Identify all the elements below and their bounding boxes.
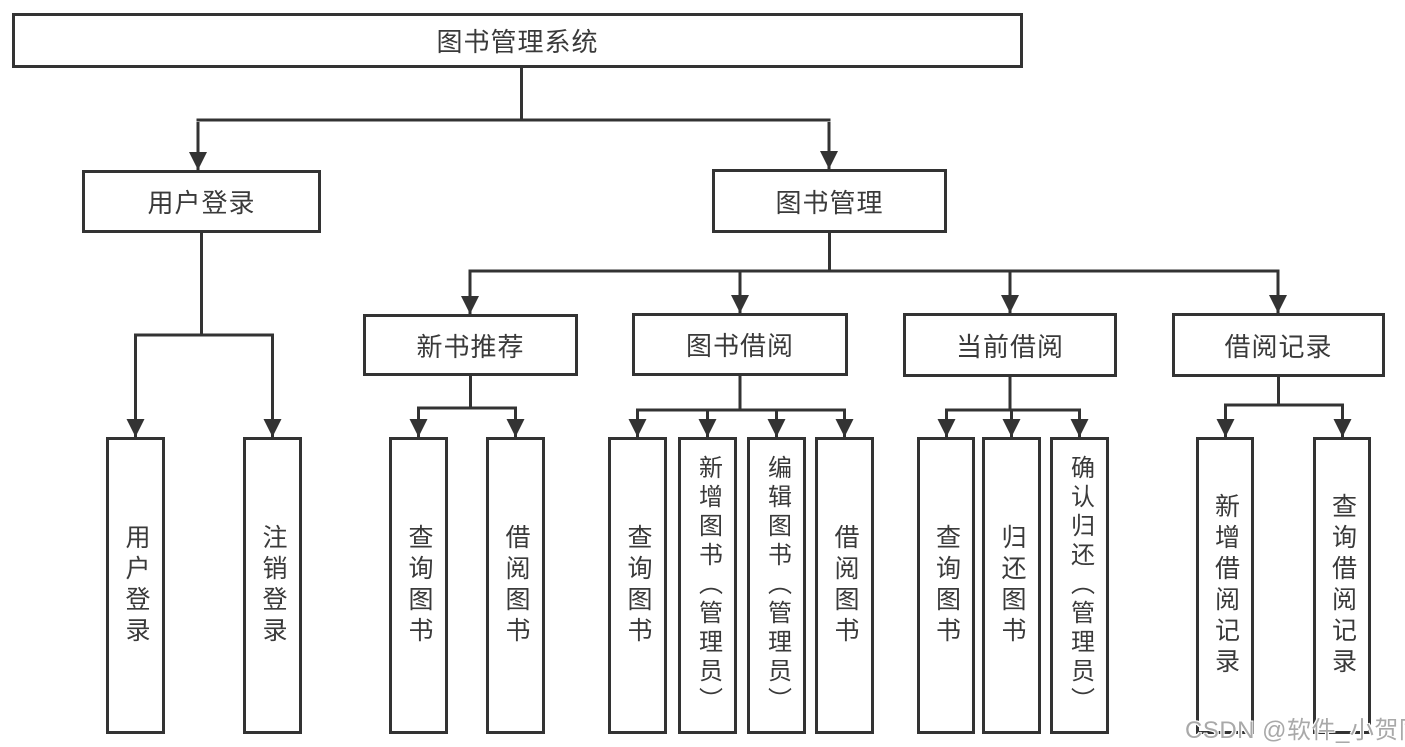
node-label: 图书管理系统 (436, 27, 599, 57)
node-label: 借阅图书 (502, 523, 530, 648)
node-leaf-borrow-books: 借阅图书 (815, 437, 874, 734)
node-book-management: 图书管理 (712, 169, 947, 233)
node-label: 借阅记录 (1224, 331, 1333, 362)
node-label: 当前借阅 (955, 331, 1064, 362)
node-leaf-borrow-books-recommend: 借阅图书 (486, 437, 545, 734)
node-book-borrowing: 图书借阅 (632, 313, 848, 376)
node-label: 用户登录 (122, 523, 150, 648)
node-leaf-confirm-return-admin: 确认归还（管理员） (1050, 437, 1109, 734)
node-leaf-user-login: 用户登录 (106, 437, 165, 734)
node-leaf-logout: 注销登录 (243, 437, 302, 734)
node-label: 借阅图书 (831, 523, 859, 648)
node-label: 查询图书 (932, 523, 961, 648)
node-leaf-query-books-borrowing: 查询图书 (608, 437, 667, 734)
node-leaf-query-borrow-record: 查询借阅记录 (1313, 437, 1371, 734)
node-label: 编辑图书（管理员） (763, 455, 791, 716)
node-new-book-recommend: 新书推荐 (363, 314, 578, 376)
node-label: 查询图书 (624, 523, 652, 648)
node-label: 归还图书 (998, 523, 1026, 648)
node-label: 确认归还（管理员） (1066, 455, 1094, 716)
node-label: 新增借阅记录 (1211, 492, 1240, 679)
node-label: 图书管理 (775, 187, 884, 218)
node-label: 图书借阅 (685, 331, 794, 361)
node-label: 用户登录 (147, 188, 256, 218)
node-label: 查询图书 (405, 523, 433, 648)
node-leaf-add-book-admin: 新增图书（管理员） (678, 437, 737, 734)
node-leaf-edit-book-admin: 编辑图书（管理员） (747, 437, 806, 734)
node-library-management-system: 图书管理系统 (12, 13, 1023, 68)
node-label: 查询借阅记录 (1328, 492, 1357, 679)
node-leaf-query-books-recommend: 查询图书 (389, 437, 448, 734)
node-current-borrowing: 当前借阅 (903, 313, 1117, 377)
node-label: 注销登录 (259, 523, 287, 648)
node-label: 新书推荐 (416, 331, 525, 362)
node-leaf-add-borrow-record: 新增借阅记录 (1196, 437, 1254, 734)
node-leaf-query-books-current: 查询图书 (917, 437, 975, 734)
node-label: 新增图书（管理员） (694, 455, 722, 716)
node-user-login: 用户登录 (82, 170, 321, 233)
node-borrow-records: 借阅记录 (1172, 313, 1385, 377)
node-leaf-return-book: 归还图书 (982, 437, 1041, 734)
csdn-watermark: CSDN @软件_小贺同学 (1185, 717, 1405, 744)
